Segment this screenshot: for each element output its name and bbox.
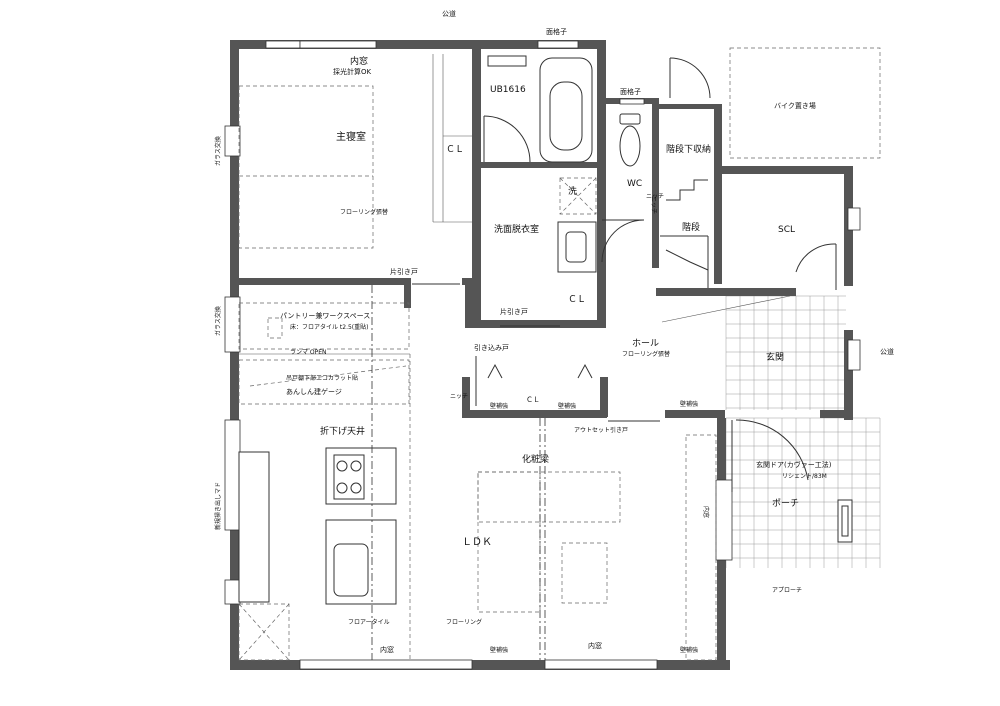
light-calc-label: 採光計算OK — [333, 67, 372, 76]
vertical-labels: ガラス交換 ガラス交換 新規掃き出しマド 内窓 ニッチ — [214, 136, 710, 530]
dropped-ceiling-label: 折下げ天井 — [320, 425, 365, 437]
glass-swap-2-label: ガラス交換 — [214, 306, 222, 336]
entrance-label: 玄関 — [766, 351, 784, 363]
scl-label: SCL — [778, 225, 795, 235]
anshin-gauge-label: あんしん建ゲージ — [286, 387, 342, 396]
washing-machine — [559, 177, 597, 215]
lamp-open-label: ランマ OPEN — [290, 349, 327, 356]
entrance-stepline — [661, 295, 853, 543]
inner-window-bottom-2-label: 内窓 — [588, 641, 602, 650]
toilet — [619, 113, 641, 167]
dressing-closet-label: ＣＬ — [568, 295, 586, 305]
wall-reinforce-1-label: 壁補強 — [490, 402, 508, 410]
floor-tile-label: フロアータイル — [348, 618, 390, 626]
bike-parking-label: バイク置き場 — [774, 101, 816, 110]
wall-reinforce-3-label: 壁補強 — [680, 400, 698, 408]
stairs-label: 階段 — [682, 221, 700, 233]
sliding-door-dressing-label: 片引き戸 — [500, 307, 528, 316]
pantry-label: パントリー兼ワークスペース — [280, 311, 370, 320]
wash-label: 洗 — [568, 185, 577, 197]
grille-wc-label: 面格子 — [620, 87, 641, 96]
bath-label: UB1616 — [490, 85, 526, 95]
bedroom-dashed-furniture — [238, 54, 472, 249]
ldk-furniture — [477, 418, 717, 661]
bedroom-closet-label: ＣＬ — [446, 145, 464, 155]
sliding-door-bedroom-label: 片引き戸 — [390, 267, 418, 276]
bike-parking-area — [729, 47, 881, 159]
wc-niche-label: ニッチ — [646, 193, 664, 200]
wc-label: WC — [627, 179, 642, 189]
beam-label: 化粧梁 — [522, 453, 549, 465]
pantry-floor-label: 床：フロアタイル t2.5(重貼) — [290, 323, 368, 331]
approach-label: アプローチ — [772, 587, 802, 594]
kitchen-counter — [238, 447, 397, 605]
bedroom-floor-label: フローリング張替 — [340, 208, 388, 216]
dressing-room-label: 洗面脱衣室 — [494, 223, 539, 235]
hall-niche-label: ニッチ — [450, 393, 468, 400]
labels: 公道 公道 内窓 採光計算OK 面格子 面格子 主寝室 フローリング張替 ＣＬ … — [280, 9, 894, 654]
wall-reinforce-5-label: 壁補強 — [680, 646, 698, 654]
wall-reinforce-2-label: 壁補強 — [558, 402, 576, 410]
porch-label: ポーチ — [772, 498, 799, 509]
bathtub — [487, 55, 593, 163]
entrance-door-label: 玄関ドア(カヴァー工法) — [756, 460, 832, 469]
pantry-dashed-lines — [238, 285, 411, 661]
street-north-label: 公道 — [442, 9, 456, 18]
inner-window-right-label: 内窓 — [702, 506, 710, 518]
doors — [412, 57, 837, 492]
grille-bath-label: 面格子 — [546, 27, 567, 36]
windows — [224, 40, 861, 670]
entrance-door-spec-label: リシェント/83M — [782, 473, 827, 480]
master-bedroom-label: 主寝室 — [336, 130, 366, 143]
inner-window-bottom-1-label: 内窓 — [380, 645, 394, 654]
street-east-label: 公道 — [880, 347, 894, 356]
outset-door-label: アウトセット引き戸 — [574, 426, 628, 434]
entrance-tile-grid — [725, 295, 846, 410]
new-window-label: 新規掃き出しマド — [214, 482, 222, 530]
vanity — [557, 221, 597, 273]
ldk-niche-label: ニッチ — [650, 196, 657, 214]
pocket-door-label: 引き込み戸 — [474, 343, 509, 352]
glass-swap-1-label: ガラス交換 — [214, 136, 222, 166]
hall-closet-label: ＣＬ — [526, 396, 540, 404]
hall-floor-label: フローリング張替 — [622, 350, 670, 358]
porch-tile-grid — [725, 417, 881, 568]
ldk-label: ＬＤＫ — [462, 537, 492, 548]
under-stairs-label: 階段下収納 — [666, 143, 711, 155]
wall-reinforce-4-label: 壁補強 — [490, 646, 508, 654]
flooring-label: フローリング — [446, 618, 482, 626]
hall-label: ホール — [632, 338, 659, 349]
hanging-cabinet-label: 吊戸棚下部エコカラット貼 — [286, 374, 358, 382]
stairs-lines — [660, 179, 709, 288]
inner-window-top-label: 内窓 — [350, 55, 368, 67]
